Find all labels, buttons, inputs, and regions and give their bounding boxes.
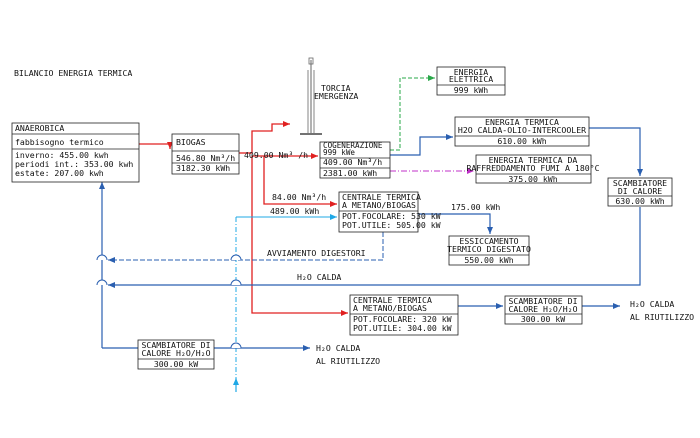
anaerobica-inverno: inverno: 455.00 kwh xyxy=(15,150,109,160)
crossing-hop-1 xyxy=(230,254,242,261)
essiccamento-frame xyxy=(448,235,530,266)
centrale1-box: CENTRALE TERMICA A METANO/BIOGAS POT.FOC… xyxy=(338,191,441,233)
flow-175-label: 175.00 kWh xyxy=(451,202,500,212)
scambiatore-mid-value: 300.00 kW xyxy=(521,314,565,324)
diagram-title: BILANCIO ENERGIA TERMICA xyxy=(14,68,132,78)
flow-cogen-label: 409.00 Nm³ /h xyxy=(244,150,308,160)
centrale2-focolare: POT.FOCOLARE: 320 kW xyxy=(353,314,452,324)
essiccamento-label-1: ESSICCAMENTO xyxy=(459,236,518,246)
crossing-hop-3 xyxy=(96,279,108,286)
blue-line-essiccamento xyxy=(418,213,493,234)
anaerobica-box: ANAEROBICA fabbisogno termico inverno: 4… xyxy=(11,122,140,183)
termica-h2o-box: ENERGIA TERMICA H2O CALDA-OLIO-INTERCOOL… xyxy=(454,116,590,147)
scambiatore-bottom-frame xyxy=(137,339,215,370)
anaerobica-frame xyxy=(11,122,140,183)
biogas-title: BIOGAS xyxy=(176,137,206,147)
termica-fumi-value: 375.00 kWh xyxy=(508,174,557,184)
torcia-stack: TORCIA EMERGENZA xyxy=(300,57,358,135)
cogen-title: COGENERAZIONE xyxy=(323,141,383,150)
essiccamento-value: 550.00 kWh xyxy=(464,255,513,265)
red-line-centrale2 xyxy=(251,156,348,316)
termica-fumi-box: ENERGIA TERMICA DA RAFFREDDAMENTO FUMI A… xyxy=(466,154,600,184)
scambiatore-mid-label-2: CALORE H₂O/H₂O xyxy=(508,304,577,314)
blue-line-h2o-calda-return xyxy=(108,207,641,288)
centrale2-label-2: A METANO/BIOGAS xyxy=(353,303,427,313)
flow-centrale1-label: 84.00 Nm³/h xyxy=(272,192,326,202)
cogen-energy: 2381.00 kWh xyxy=(323,168,377,178)
blue-line-to-scambiatore xyxy=(589,127,643,176)
blue-line-termica-h2o xyxy=(390,134,453,156)
anaerobica-estate: estate: 207.00 kwh xyxy=(15,168,104,178)
essiccamento-label-2: TERMICO DIGESTATO xyxy=(447,244,531,254)
cogen-box: COGENERAZIONE 999 kWe 409.00 Nm³/h 2381.… xyxy=(319,141,391,179)
scambiatore-mid-label-1: SCAMBIATORE DI xyxy=(508,296,577,306)
elettrica-frame xyxy=(436,66,506,96)
biogas-energy: 3182.30 kWh xyxy=(176,163,230,173)
centrale2-box: CENTRALE TERMICA A METANO/BIOGAS POT.FOC… xyxy=(349,294,459,336)
scambiatore-right-box: SCAMBIATORE DI CALORE 630.00 kWh xyxy=(607,177,673,207)
red-line-torcia xyxy=(251,121,290,153)
connectors xyxy=(96,75,643,392)
centrale1-utile: POT.UTILE: 505.00 kW xyxy=(342,220,441,230)
torcia-label-1: TORCIA xyxy=(321,83,351,93)
elettrica-value: 999 kWh xyxy=(454,85,489,95)
scambiatore-bottom-label-2: CALORE H₂O/H₂O xyxy=(141,348,210,358)
flow-489-label: 489.00 kWh xyxy=(270,206,319,216)
riutilizzo-right-1: H₂O CALDA xyxy=(630,299,674,309)
torcia-label-2: EMERGENZA xyxy=(314,91,358,101)
cogen-power: 999 kWe xyxy=(323,148,355,157)
centrale1-label-1: CENTRALE TERMICA xyxy=(342,192,421,202)
termica-h2o-label-1: ENERGIA TERMICA xyxy=(485,117,559,127)
scambiatore-mid-frame xyxy=(504,295,583,325)
elettrica-label-1: ENERGIA xyxy=(454,67,489,77)
biogas-box: BIOGAS 546.80 Nm³/h 3182.30 kWh xyxy=(171,133,240,175)
elettrica-box: ENERGIA ELETTRICA 999 kWh xyxy=(436,66,506,96)
scambiatore-right-label-1: SCAMBIATORE xyxy=(613,178,667,188)
centrale2-frame xyxy=(349,294,459,336)
scambiatore-bottom-value: 300.00 kW xyxy=(154,359,198,369)
riutilizzo-right-2: AL RIUTILIZZO xyxy=(630,312,694,322)
termica-fumi-label-2: RAFFREDDAMENTO FUMI A 180°C xyxy=(466,163,599,173)
riutilizzo-bottom-2: AL RIUTILIZZO xyxy=(316,356,380,366)
anaerobica-periodi: periodi int.: 353.00 kwh xyxy=(15,159,133,169)
crossing-hop-4 xyxy=(96,254,108,261)
cogen-flow: 409.00 Nm³/h xyxy=(323,157,382,167)
scambiatore-right-value: 630.00 kWh xyxy=(615,196,664,206)
scambiatore-bottom-label-1: SCAMBIATORE DI xyxy=(141,340,210,350)
centrale2-utile: POT.UTILE: 304.00 kW xyxy=(353,323,452,333)
anaerobica-subtitle: fabbisogno termico xyxy=(15,137,104,147)
biogas-flow: 546.80 Nm³/h xyxy=(176,153,235,163)
essiccamento-box: ESSICCAMENTO TERMICO DIGESTATO 550.00 kW… xyxy=(447,235,531,266)
green-line-elettrica xyxy=(390,75,435,151)
termica-h2o-value: 610.00 kWh xyxy=(497,136,546,146)
termica-fumi-label-1: ENERGIA TERMICA DA xyxy=(489,155,578,165)
anaerobica-title: ANAEROBICA xyxy=(15,123,64,133)
biogas-frame xyxy=(171,133,240,175)
termica-fumi-frame xyxy=(475,154,592,184)
torcia-tip xyxy=(308,57,314,65)
scambiatore-bottom-box: SCAMBIATORE DI CALORE H₂O/H₂O 300.00 kW xyxy=(137,339,215,370)
scambiatore-right-label-2: DI CALORE xyxy=(618,186,662,196)
h2o-calda-label: H₂O CALDA xyxy=(297,272,341,282)
centrale1-frame xyxy=(338,191,419,233)
termica-h2o-frame xyxy=(454,116,590,147)
termica-h2o-label-2: H2O CALDA-OLIO-INTERCOOLER xyxy=(458,125,586,135)
avviamento-label: AVVIAMENTO DIGESTORI xyxy=(267,248,366,258)
scambiatore-mid-box: SCAMBIATORE DI CALORE H₂O/H₂O 300.00 kW xyxy=(504,295,583,325)
crossing-hop-2 xyxy=(230,279,242,286)
elettrica-label-2: ELETTRICA xyxy=(449,74,493,84)
riutilizzo-bottom-1: H₂O CALDA xyxy=(316,343,360,353)
centrale1-focolare: POT.FOCOLARE: 530 kW xyxy=(342,211,441,221)
scambiatore-right-frame xyxy=(607,177,673,207)
red-line-anaerobica-biogas xyxy=(139,142,173,149)
red-line-centrale1 xyxy=(263,156,337,207)
cogen-frame xyxy=(319,141,391,179)
blue-line-avviamento xyxy=(108,232,384,263)
centrale2-label-1: CENTRALE TERMICA xyxy=(353,295,432,305)
crossing-hop-5 xyxy=(230,342,242,349)
centrale1-label-2: A METANO/BIOGAS xyxy=(342,200,416,210)
